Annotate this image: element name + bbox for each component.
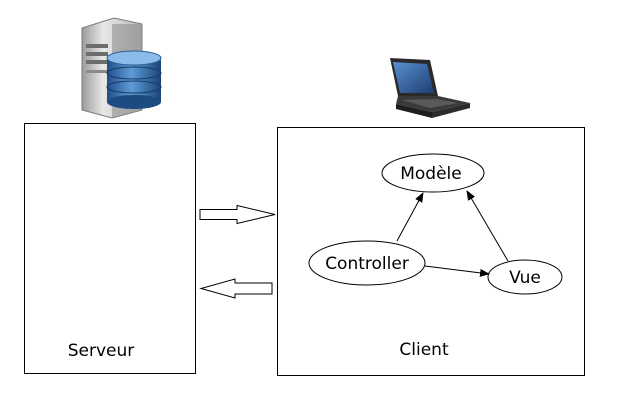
hollow-arrow-left-icon [199, 278, 273, 299]
model-node [381, 153, 485, 193]
arrow-controller-to-view [424, 265, 490, 277]
controller-label: Controller [325, 254, 409, 274]
view-label: Vue [509, 268, 541, 288]
server-database-icon [81, 17, 162, 119]
server-box [24, 123, 196, 374]
client-label: Client [399, 340, 449, 360]
view-node [487, 259, 563, 295]
controller-node [308, 240, 426, 286]
laptop-icon [390, 58, 470, 118]
model-label: Modèle [400, 164, 462, 184]
server-label: Serveur [68, 341, 135, 361]
arrow-view-to-model [466, 190, 509, 262]
hollow-arrow-right-icon [199, 204, 276, 225]
arrow-controller-to-model [396, 192, 424, 242]
